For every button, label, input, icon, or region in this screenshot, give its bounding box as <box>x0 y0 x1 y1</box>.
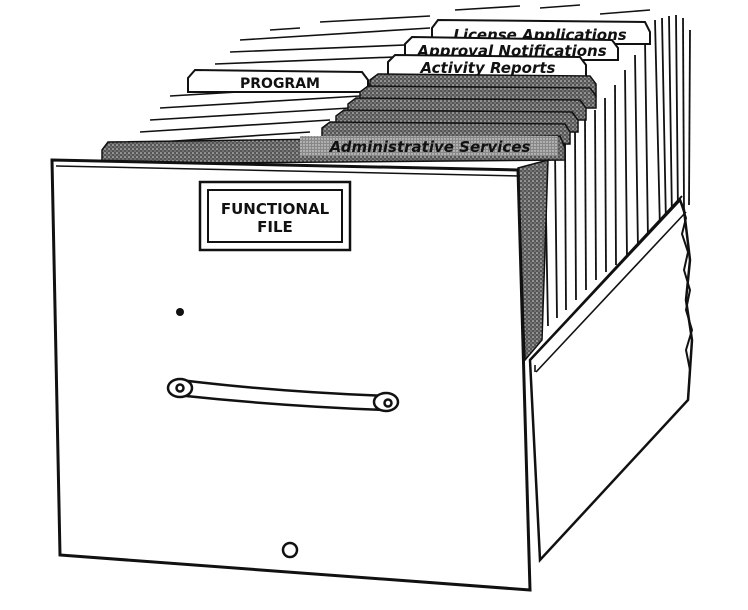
tab-label-program: PROGRAM <box>240 76 320 92</box>
tab-activity-reports: Activity Reports <box>387 53 587 78</box>
drawer-side-panel <box>528 195 694 564</box>
drawer-label-line-2: FILE <box>257 218 293 236</box>
tab-label-activity-reports: Activity Reports <box>420 59 556 77</box>
drawer-front <box>50 158 532 592</box>
tab-program: PROGRAM <box>187 68 369 93</box>
tab-label-administrative-services: Administrative Services <box>329 138 531 156</box>
drawer-label-holder: FUNCTIONAL FILE <box>198 180 352 252</box>
drawer-handle <box>166 377 400 413</box>
drawer-screw <box>176 308 184 316</box>
drawer-label-line-1: FUNCTIONAL <box>221 200 330 218</box>
drawer-lock <box>281 541 299 559</box>
tab-administrative-services: Administrative Services <box>300 136 558 156</box>
